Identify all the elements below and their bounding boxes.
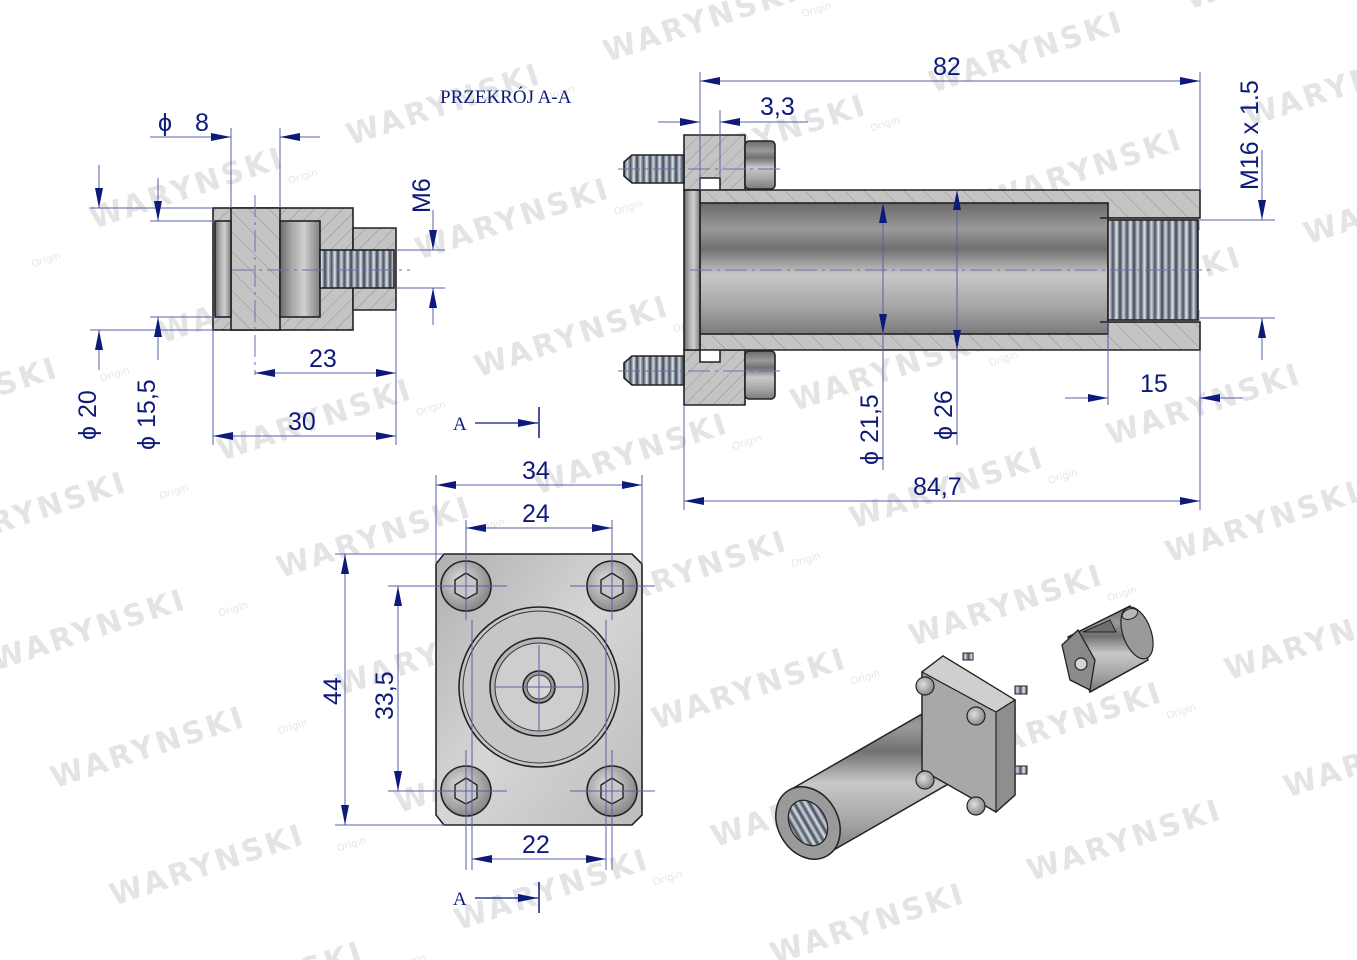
svg-text:WARYNSKI: WARYNSKI — [46, 700, 250, 796]
svg-text:Origin: Origin — [415, 399, 447, 419]
coupling-pin-section — [212, 195, 410, 375]
coupling-pin-dimensions: ϕ 8 ϕ20 ϕ15,5 M6 23 30 — [74, 109, 445, 450]
bore-left — [214, 220, 232, 318]
svg-text:WARYNSKI: WARYNSKI — [1300, 156, 1357, 252]
svg-text:WARYNSKI: WARYNSKI — [106, 817, 310, 913]
svg-text:Origin: Origin — [336, 835, 368, 855]
svg-text:Origin: Origin — [1165, 702, 1197, 722]
svg-text:WARYNSKI: WARYNSKI — [1023, 793, 1227, 889]
svg-text:Origin: Origin — [801, 0, 833, 20]
dim-15: 15 — [1140, 370, 1168, 398]
dim-34: 34 — [522, 457, 550, 485]
dim-phi8: 8 — [195, 109, 209, 137]
svg-text:Origin: Origin — [158, 483, 190, 503]
svg-text:WARYNSKI: WARYNSKI — [648, 641, 852, 737]
svg-text:Origin: Origin — [731, 433, 763, 453]
dim-84-7: 84,7 — [913, 473, 962, 501]
dim-phi20: ϕ20 — [74, 390, 102, 440]
svg-text:A: A — [453, 889, 467, 910]
svg-text:ϕ: ϕ — [158, 109, 172, 137]
svg-text:WARYNSKI: WARYNSKI — [766, 876, 970, 960]
dim-phi21-5: ϕ21,5 — [856, 394, 884, 465]
sleeve-section — [618, 134, 1215, 406]
dim-m16x1-5: M16 x 1.5 — [1236, 80, 1264, 190]
bore-right — [279, 220, 321, 318]
section-title: PRZEKRÓJ A-A — [440, 86, 572, 108]
svg-text:WARYNSKI: WARYNSKI — [599, 0, 803, 70]
svg-text:Origin: Origin — [612, 198, 644, 218]
dim-m6: M6 — [408, 178, 436, 213]
dim-24: 24 — [522, 500, 550, 528]
svg-text:WARYNSKI: WARYNSKI — [1102, 357, 1306, 453]
section-marker-top: A — [453, 407, 540, 438]
svg-text:WARYNSKI: WARYNSKI — [165, 935, 369, 960]
m6-thread — [319, 249, 395, 289]
dim-3-3: 3,3 — [760, 93, 795, 121]
svg-text:WARYNSKI: WARYNSKI — [450, 842, 654, 938]
svg-text:WARYNSKI: WARYNSKI — [529, 406, 733, 502]
dim-82: 82 — [933, 53, 961, 81]
svg-text:Origin: Origin — [849, 668, 881, 688]
dim-23: 23 — [309, 345, 337, 373]
dim-phi26: ϕ26 — [930, 390, 958, 440]
svg-text:Origin: Origin — [652, 869, 684, 889]
svg-text:WARYNSKI: WARYNSKI — [0, 582, 191, 678]
svg-text:WARYNSKI: WARYNSKI — [0, 351, 63, 447]
section-marker-bottom: A — [453, 882, 540, 913]
svg-text:Origin: Origin — [1106, 585, 1138, 605]
svg-text:WARYNSKI: WARYNSKI — [1280, 709, 1357, 805]
isometric-assembly — [775, 604, 1154, 860]
svg-text:WARYNSKI: WARYNSKI — [1181, 0, 1357, 17]
svg-text:Origin: Origin — [395, 952, 427, 960]
dim-phi15-5: ϕ15,5 — [133, 379, 161, 450]
svg-text:Origin: Origin — [30, 251, 62, 271]
flange-dimensions: 34 24 44 33,5 22 — [319, 457, 643, 870]
svg-text:Origin: Origin — [474, 517, 506, 537]
svg-text:Origin: Origin — [790, 551, 822, 571]
svg-text:WARYNSKI: WARYNSKI — [1161, 474, 1357, 570]
svg-text:A: A — [453, 414, 467, 435]
svg-text:Origin: Origin — [1047, 467, 1079, 487]
svg-text:WARYNSKI: WARYNSKI — [411, 171, 615, 267]
svg-text:Origin: Origin — [287, 167, 319, 187]
dim-33-5: 33,5 — [371, 671, 399, 720]
dim-44: 44 — [319, 677, 347, 705]
svg-text:Origin: Origin — [217, 600, 249, 620]
svg-text:WARYNSKI: WARYNSKI — [1220, 592, 1357, 688]
svg-text:Origin: Origin — [869, 115, 901, 135]
dim-22: 22 — [522, 831, 550, 859]
svg-text:Origin: Origin — [988, 350, 1020, 370]
svg-text:WARYNSKI: WARYNSKI — [0, 465, 132, 561]
flange-front-view — [435, 520, 655, 870]
svg-text:Origin: Origin — [277, 717, 309, 737]
svg-text:Origin: Origin — [99, 365, 131, 385]
dim-30: 30 — [288, 408, 316, 436]
sleeve-dimensions: 82 3,3 M16 x 1.5 ϕ21,5 ϕ26 15 84,7 — [658, 53, 1275, 510]
